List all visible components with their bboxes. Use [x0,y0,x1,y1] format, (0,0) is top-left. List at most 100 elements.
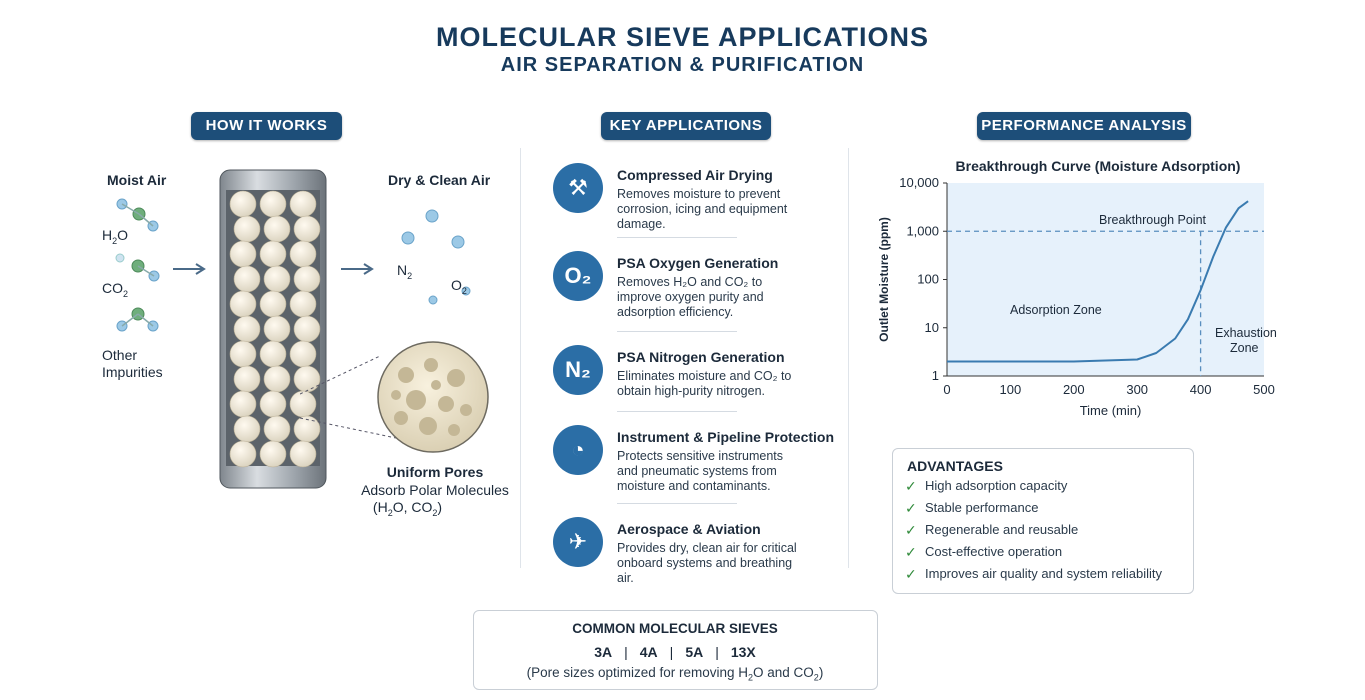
dry-clean-air-label: Dry & Clean Air [388,172,491,188]
sieve-type: 3A [594,644,613,660]
application-title: Instrument & Pipeline Protection [617,429,835,445]
sieve-type: 5A [685,644,704,660]
advantages-heading: ADVANTAGES [907,458,1003,474]
n2-label: N2 [397,262,413,281]
advantages-box: ADVANTAGES ✓High adsorption capacity✓Sta… [892,448,1194,594]
bead [233,415,261,443]
checkmark-icon: ✓ [905,500,917,516]
checkmark-icon: ✓ [905,522,917,538]
how-it-works-section: Moist Air H2O CO2 Other Impurities [0,150,520,570]
application-separator [617,237,737,238]
x-tick-label: 0 [943,382,950,397]
divider-left [520,148,521,568]
sieve-type: 4A [639,644,658,660]
airplane-icon: ✈ [553,517,603,567]
pores-title: Uniform Pores [386,464,484,480]
bead [259,290,287,318]
bead [289,440,317,468]
advantages-list: ✓High adsorption capacity✓Stable perform… [905,475,1162,585]
y-tick-label: 10,000 [899,175,939,190]
application-separator [617,411,737,412]
y-tick-label: 10 [925,320,939,335]
zoom-lines [300,355,397,439]
o2-label: O2 [451,277,467,296]
page-title: MOLECULAR SIEVE APPLICATIONS [435,22,930,52]
application-title: PSA Nitrogen Generation [617,349,785,365]
gauge-icon: ◔ [553,425,603,475]
y-tick-label: 1,000 [906,223,939,238]
sieve-separator: | [624,644,628,660]
x-tick-label: 300 [1126,382,1148,397]
y-tick-label: 100 [917,272,939,287]
x-tick-label: 500 [1253,382,1275,397]
application-title: Aerospace & Aviation [617,521,761,537]
output-arrow-icon [341,263,374,275]
bead [229,240,257,268]
breakthrough-annotation: Breakthrough Point [1099,213,1207,227]
x-tick-label: 100 [1000,382,1022,397]
bead [289,190,317,218]
chart-title: Breakthrough Curve (Moisture Adsorption) [955,158,1241,174]
divider-right [848,148,849,568]
other-label: Other [102,347,138,363]
bead [259,440,287,468]
bead [259,390,287,418]
checkmark-icon: ✓ [905,566,917,582]
x-tick-label: 400 [1190,382,1212,397]
bead [293,215,321,243]
sieves-note: (Pore sizes optimized for removing H2O a… [526,665,824,683]
input-arrow-icon [173,263,206,275]
moist-air-label: Moist Air [107,172,167,188]
sieve-type: 13X [730,644,756,660]
performance-analysis-heading: PERFORMANCE ANALYSIS [977,112,1191,140]
sieve-types: 3A|4A|5A|13X [474,644,876,660]
exhaustion-zone-annotation: Zone [1230,341,1259,355]
advantage-item: ✓High adsorption capacity [905,475,1162,497]
advantage-item: ✓Stable performance [905,497,1162,519]
bead [263,215,291,243]
advantage-item: ✓Regenerable and reusable [905,519,1162,541]
bead [229,340,257,368]
advantage-text: Improves air quality and system reliabil… [925,566,1162,581]
bead [289,240,317,268]
input-molecules-icon [115,198,160,332]
bead [233,365,261,393]
page-subtitle: AIR SEPARATION & PURIFICATION [500,54,865,76]
bead [259,340,287,368]
checkmark-icon: ✓ [905,478,917,494]
bead [289,290,317,318]
factory-icon: ⚒ [553,163,603,213]
application-description: Removes moisture to prevent corrosion, i… [617,187,788,231]
sieve-separator: | [715,644,719,660]
sieves-heading: COMMON MOLECULAR SIEVES [572,621,778,636]
bead [233,265,261,293]
exhaustion-annotation: Exhaustion [1215,326,1277,340]
bead [233,315,261,343]
y-axis-label: Outlet Moisture (ppm) [878,217,891,342]
advantage-item: ✓Cost-effective operation [905,541,1162,563]
application-title: PSA Oxygen Generation [617,255,779,271]
application-separator [617,331,737,332]
sieves-box: COMMON MOLECULAR SIEVES 3A|4A|5A|13X (Po… [473,610,878,690]
bead [229,190,257,218]
checkmark-icon: ✓ [905,544,917,560]
application-description: Protects sensitive instruments and pneum… [617,449,784,493]
bead [233,215,261,243]
bead [229,290,257,318]
pore-closeup-icon [377,341,489,453]
bead [259,240,287,268]
adsorption-zone-annotation: Adsorption Zone [1010,303,1102,317]
bead [259,190,287,218]
plot-area [947,183,1264,376]
how-it-works-heading: HOW IT WORKS [191,112,342,140]
application-description: Provides dry, clean air for critical onb… [617,541,797,585]
y-tick-label: 1 [932,368,939,383]
pores-molecules: (H2O, CO2) [372,499,443,518]
x-tick-label: 200 [1063,382,1085,397]
output-molecules-icon [401,209,471,305]
oxygen-icon: O₂ [553,251,603,301]
bead [263,265,291,293]
x-axis-label: Time (min) [1080,403,1142,418]
